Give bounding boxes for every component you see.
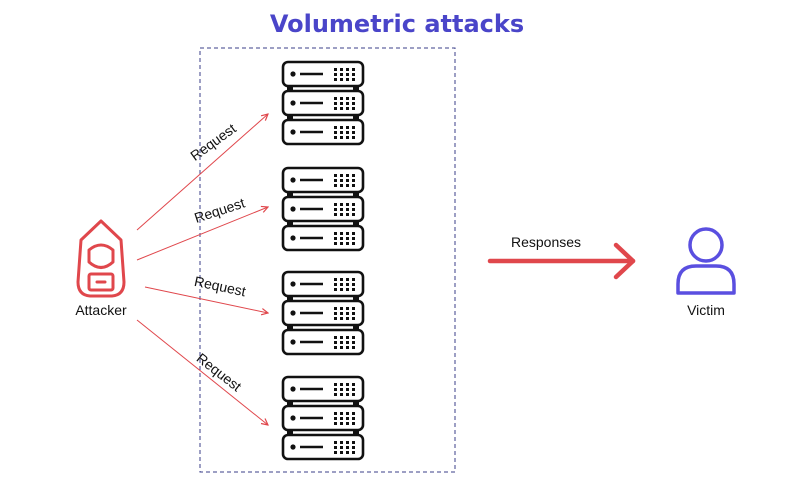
hooded-hacker-icon xyxy=(76,219,126,298)
victim-label: Victim xyxy=(687,302,725,318)
diagram-title: Volumetric attacks xyxy=(270,10,524,38)
request-arrow xyxy=(136,207,268,261)
responses-label: Responses xyxy=(511,234,581,250)
user-icon xyxy=(676,227,736,295)
botnet-group-box xyxy=(199,47,456,473)
request-arrow xyxy=(144,286,268,313)
request-label: Request xyxy=(193,273,247,300)
server-rack-icon xyxy=(283,62,363,144)
server-rack-icon xyxy=(283,168,363,250)
server-rack-icon xyxy=(283,377,363,459)
responses-arrow xyxy=(487,242,636,280)
attacker-label: Attacker xyxy=(75,302,127,318)
server-rack-icon xyxy=(283,272,363,354)
request-arrow xyxy=(136,319,268,425)
request-label: Request xyxy=(187,120,239,164)
request-arrow xyxy=(136,114,268,231)
